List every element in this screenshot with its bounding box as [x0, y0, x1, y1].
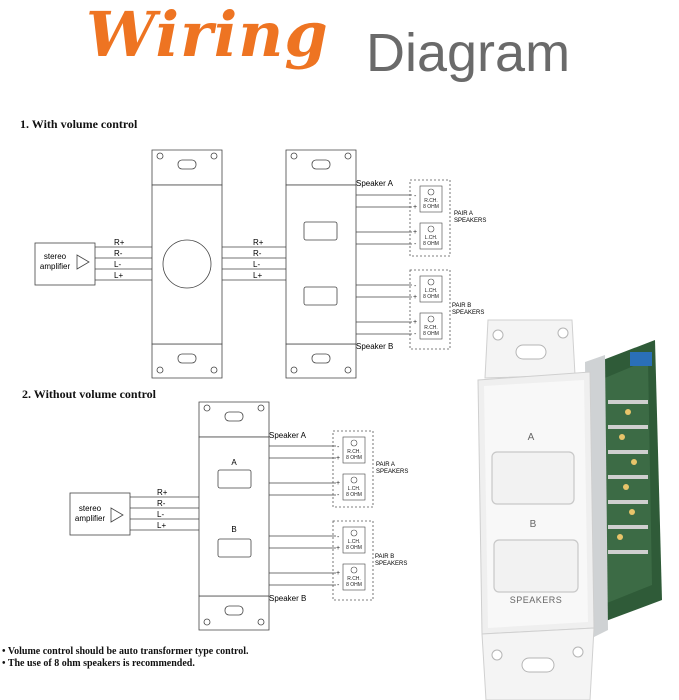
section1-speaker-3: L.CH. 8 OHM - +: [413, 275, 443, 303]
section2-amplifier: stereo amplifier: [69, 492, 131, 536]
section1-mid-labels: R+ R- L- L+: [253, 238, 264, 280]
section2-switch-a-label: A: [231, 458, 237, 467]
svg-text:R+: R+: [114, 238, 125, 247]
title-diagram: Diagram: [366, 23, 571, 83]
svg-text:-: -: [414, 331, 417, 338]
svg-text:R-: R-: [157, 499, 166, 508]
svg-text:R.CH.: R.CH.: [347, 576, 361, 582]
svg-text:PAIR A: PAIR A: [454, 211, 473, 217]
section1-switch-plate: [285, 149, 357, 379]
section2-switch-plate: [198, 401, 270, 631]
photo-label-b: B: [530, 519, 537, 530]
section2-speaker-3: L.CH. 8 OHM - +: [336, 526, 366, 554]
svg-text:PAIR B: PAIR B: [452, 303, 471, 309]
svg-text:R.CH.: R.CH.: [347, 449, 361, 455]
section2-speaker-a: Speaker A: [269, 431, 307, 440]
section1-pair-labels: PAIR A SPEAKERS PAIR B SPEAKERS: [452, 211, 486, 316]
section2-speaker-b: Speaker B: [269, 594, 306, 603]
section2-input-wires: [130, 496, 199, 531]
section1-amplifier: stereo amplifier: [34, 242, 96, 286]
svg-text:+: +: [336, 480, 340, 487]
svg-text:8 OHM: 8 OHM: [346, 545, 362, 551]
svg-text:R+: R+: [253, 238, 264, 247]
section1-speaker-a: Speaker A: [356, 179, 394, 188]
svg-text:8 OHM: 8 OHM: [346, 492, 362, 498]
svg-text:+: +: [413, 229, 417, 236]
svg-text:+: +: [413, 294, 417, 301]
svg-text:8 OHM: 8 OHM: [423, 331, 439, 337]
notes: • Volume control should be auto transfor…: [2, 646, 249, 670]
section1-input-labels: R+ R- L- L+: [114, 238, 125, 280]
svg-text:L+: L+: [253, 271, 262, 280]
section1-speaker-4: R.CH. 8 OHM + -: [413, 312, 443, 340]
svg-text:L-: L-: [157, 510, 164, 519]
section1-heading: 1. With volume control: [20, 117, 138, 131]
svg-text:SPEAKERS: SPEAKERS: [376, 469, 408, 475]
svg-text:SPEAKERS: SPEAKERS: [454, 218, 486, 224]
svg-text:-: -: [414, 193, 417, 200]
photo-label-speakers: SPEAKERS: [510, 595, 563, 605]
section2-speaker-4: R.CH. 8 OHM + -: [336, 563, 366, 591]
svg-text:SPEAKERS: SPEAKERS: [452, 310, 484, 316]
note-1: • Volume control should be auto transfor…: [2, 646, 249, 657]
svg-text:amplifier: amplifier: [40, 262, 71, 271]
svg-text:+: +: [336, 455, 340, 462]
svg-text:8 OHM: 8 OHM: [423, 204, 439, 210]
product-photo: A B SPEAKERS: [477, 319, 662, 700]
svg-text:stereo: stereo: [79, 504, 102, 513]
svg-text:L.CH.: L.CH.: [348, 539, 361, 545]
svg-text:-: -: [414, 283, 417, 290]
section1-speaker-b: Speaker B: [356, 342, 393, 351]
svg-text:stereo: stereo: [44, 252, 67, 261]
svg-text:amplifier: amplifier: [75, 514, 106, 523]
svg-text:L.CH.: L.CH.: [348, 486, 361, 492]
svg-text:R.CH.: R.CH.: [424, 198, 438, 204]
svg-text:-: -: [337, 534, 340, 541]
svg-text:+: +: [336, 570, 340, 577]
note-2: • The use of 8 ohm speakers is recommend…: [2, 658, 195, 669]
section2-pair-labels: PAIR A SPEAKERS PAIR B SPEAKERS: [375, 462, 408, 567]
svg-text:-: -: [337, 582, 340, 589]
section1-speaker-2: L.CH. 8 OHM + -: [413, 222, 443, 250]
svg-text:PAIR A: PAIR A: [376, 462, 395, 468]
svg-text:R-: R-: [114, 249, 123, 258]
svg-text:R-: R-: [253, 249, 262, 258]
svg-text:+: +: [413, 204, 417, 211]
svg-text:8 OHM: 8 OHM: [346, 582, 362, 588]
svg-text:L.CH.: L.CH.: [425, 235, 438, 241]
section1-input-wires: [95, 246, 152, 281]
section2-heading: 2. Without volume control: [22, 387, 157, 401]
svg-text:+: +: [336, 545, 340, 552]
svg-text:R.CH.: R.CH.: [424, 325, 438, 331]
svg-text:-: -: [414, 241, 417, 248]
title-wiring: Wiring: [86, 0, 329, 71]
section2-switch-b-label: B: [231, 525, 236, 534]
svg-text:8 OHM: 8 OHM: [346, 455, 362, 461]
svg-text:-: -: [337, 492, 340, 499]
svg-text:L-: L-: [253, 260, 260, 269]
svg-text:8 OHM: 8 OHM: [423, 294, 439, 300]
volume-knob: [162, 239, 212, 289]
svg-text:-: -: [337, 444, 340, 451]
section1-volume-plate: [151, 149, 223, 379]
section2-input-labels: R+ R- L- L+: [157, 488, 168, 530]
svg-text:L-: L-: [114, 260, 121, 269]
section1-speaker-1: R.CH. 8 OHM - +: [413, 185, 443, 213]
section2-speaker-2: L.CH. 8 OHM + -: [336, 473, 366, 501]
svg-text:R+: R+: [157, 488, 168, 497]
section2-speaker-1: R.CH. 8 OHM - +: [336, 436, 366, 464]
svg-text:SPEAKERS: SPEAKERS: [375, 561, 407, 567]
photo-label-a: A: [528, 432, 535, 443]
svg-text:L.CH.: L.CH.: [425, 288, 438, 294]
svg-text:L+: L+: [157, 521, 166, 530]
terminal-block: [630, 352, 652, 366]
svg-text:8 OHM: 8 OHM: [423, 241, 439, 247]
svg-text:+: +: [413, 319, 417, 326]
svg-text:PAIR B: PAIR B: [375, 554, 394, 560]
svg-text:L+: L+: [114, 271, 123, 280]
